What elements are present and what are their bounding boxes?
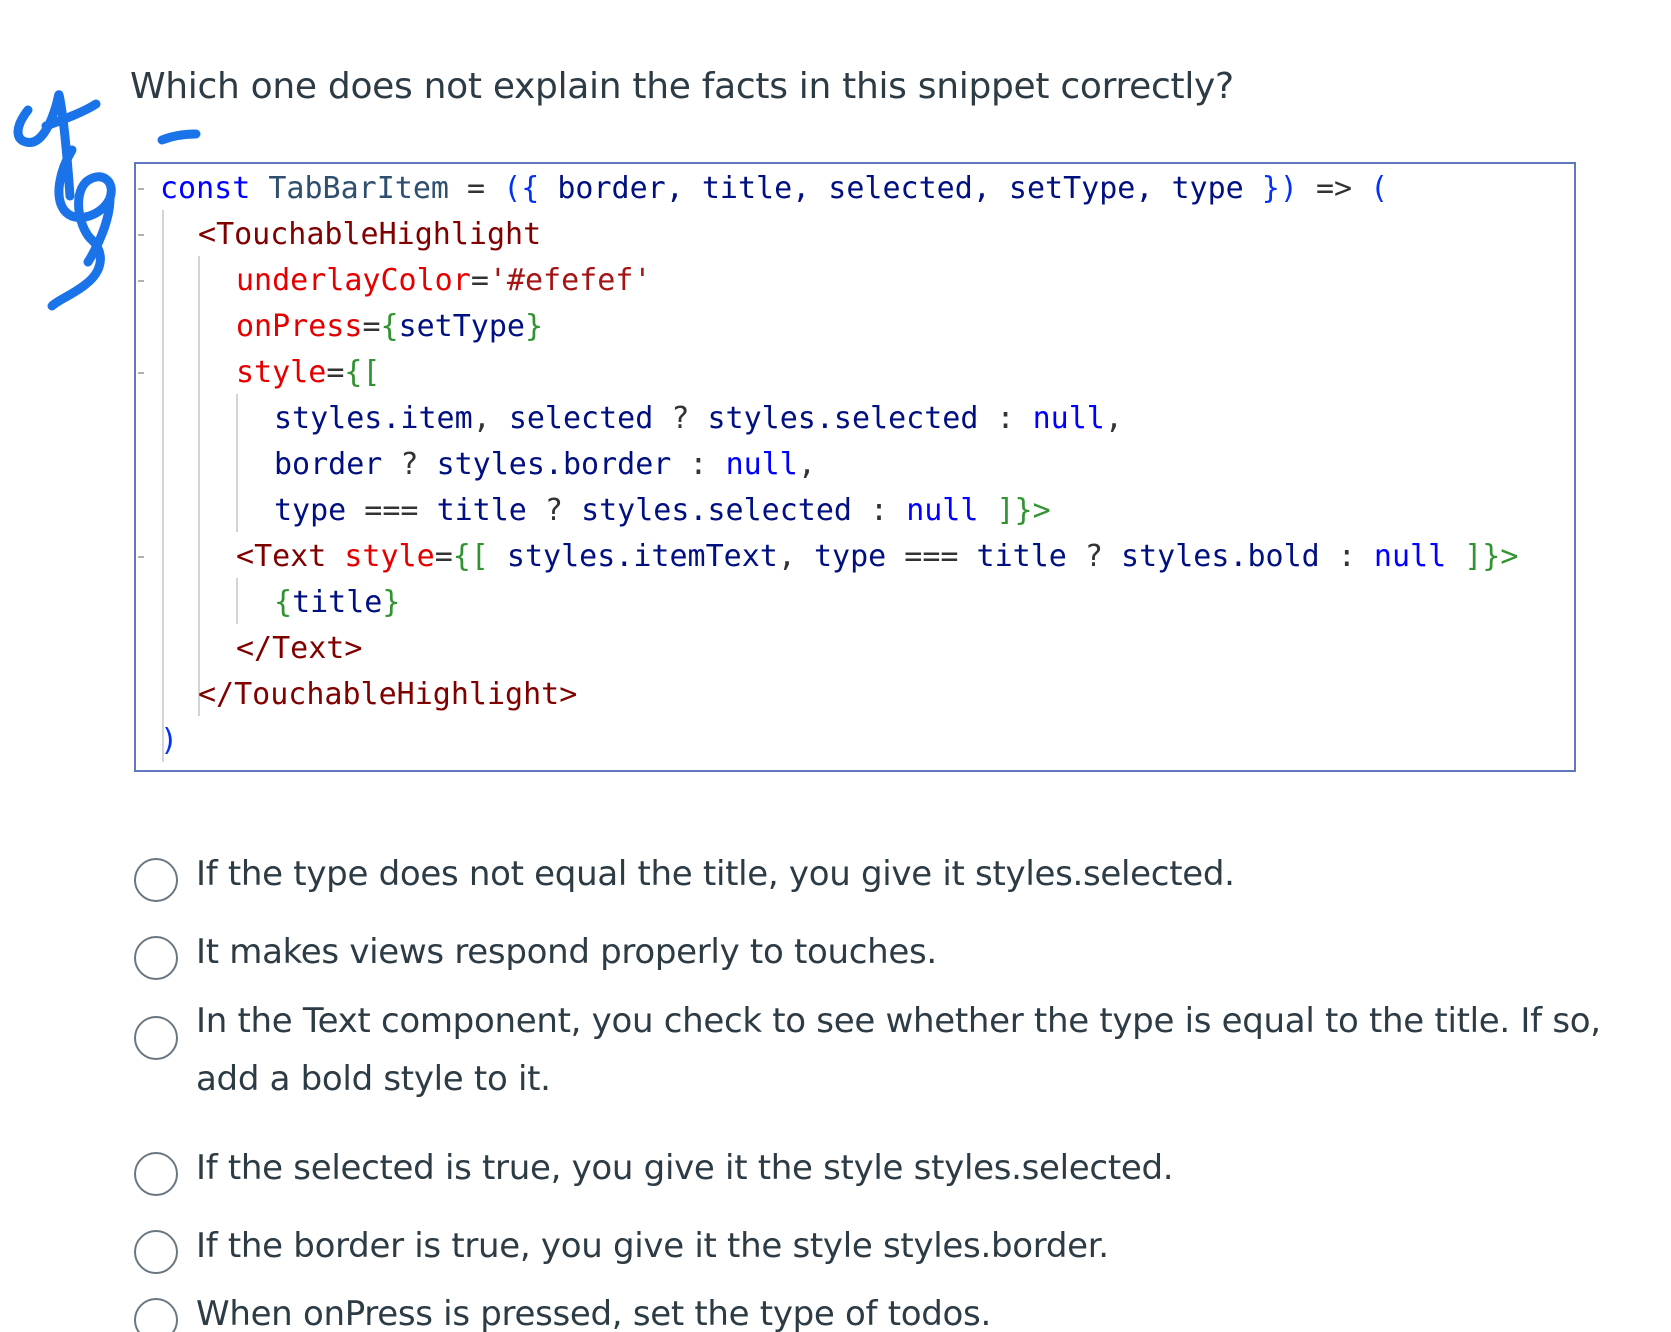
radio-button-icon[interactable]	[134, 936, 178, 980]
indent-guide	[162, 210, 164, 762]
code-line-5: style={[	[236, 355, 381, 390]
code-line-8: type === title ? styles.selected : null …	[274, 493, 1051, 528]
code-line-4: onPress={setType}	[236, 309, 544, 344]
answer-option-label[interactable]: If the selected is true, you give it the…	[196, 1148, 1174, 1188]
indent-guide	[198, 256, 200, 716]
code-line-6: styles.item, selected ? styles.selected …	[274, 401, 1123, 436]
code-line-10: {title}	[274, 585, 401, 620]
question-text: Which one does not explain the facts in …	[130, 66, 1234, 107]
gutter-fold-tick	[138, 234, 144, 236]
answer-option-label[interactable]: If the type does not equal the title, yo…	[196, 854, 1235, 894]
radio-button-icon[interactable]	[134, 1152, 178, 1196]
gutter-fold-tick	[138, 280, 144, 282]
answer-option-label[interactable]: When onPress is pressed, set the type of…	[196, 1294, 991, 1332]
code-line-7: border ? styles.border : null,	[274, 447, 816, 482]
gutter-fold-tick	[138, 188, 144, 190]
code-line-2: <TouchableHighlight	[198, 217, 542, 252]
gutter-fold-tick	[138, 372, 144, 374]
radio-button-icon[interactable]	[134, 1016, 178, 1060]
answer-option-label[interactable]: If the border is true, you give it the s…	[196, 1226, 1109, 1266]
answer-option-label[interactable]: In the Text component, you check to see …	[196, 1001, 1601, 1099]
radio-button-icon[interactable]	[134, 1230, 178, 1274]
answer-option-label[interactable]: It makes views respond properly to touch…	[196, 932, 937, 972]
code-line-9: <Text style={[ styles.itemText, type ===…	[236, 539, 1519, 574]
code-line-12: </TouchableHighlight>	[198, 677, 578, 712]
code-line-1: const TabBarItem = ({ border, title, sel…	[160, 171, 1389, 206]
code-line-13: )	[160, 723, 179, 758]
radio-button-icon[interactable]	[134, 858, 178, 902]
indent-guide	[236, 394, 238, 532]
indent-guide	[236, 578, 238, 624]
code-snippet: const TabBarItem = ({ border, title, sel…	[134, 162, 1576, 772]
radio-button-icon[interactable]	[134, 1298, 178, 1332]
code-line-3: underlayColor='#efefef'	[236, 263, 652, 298]
code-line-11: </Text>	[236, 631, 363, 666]
gutter-fold-tick	[138, 556, 144, 558]
